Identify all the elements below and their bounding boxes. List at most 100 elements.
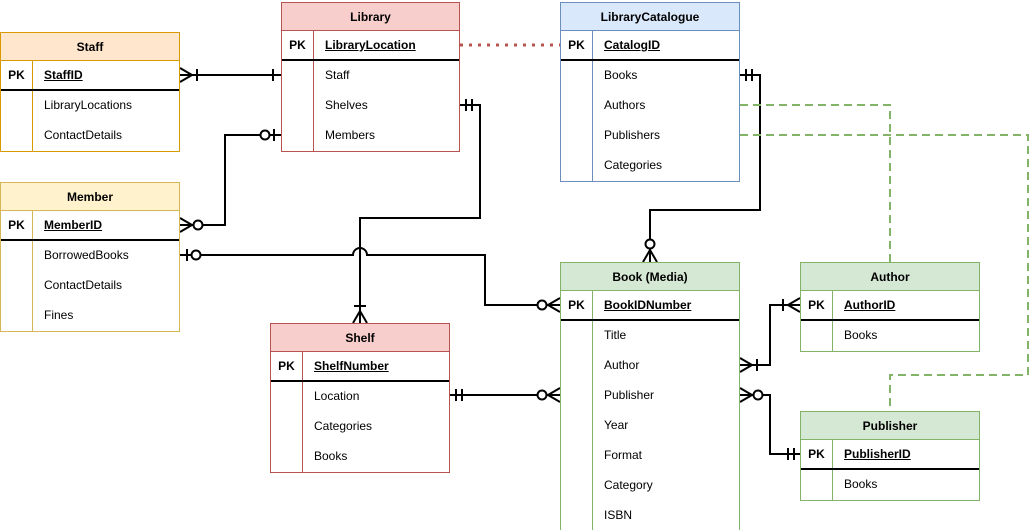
- pk-field: CatalogID: [604, 38, 661, 52]
- pk-field: StaffID: [44, 68, 83, 82]
- attribute-name: Books: [604, 68, 638, 82]
- entity-title: Shelf: [271, 324, 449, 352]
- pk-cell-empty: [1, 241, 33, 271]
- pk-cell-empty: [561, 321, 593, 351]
- attribute-row: Books: [801, 321, 979, 351]
- attribute-row: Year: [561, 411, 739, 441]
- connector-member-book[interactable]: [180, 247, 561, 313]
- attribute-row: Categories: [561, 151, 739, 181]
- connector-book-publisher[interactable]: [739, 387, 800, 460]
- attribute-name: Members: [325, 128, 376, 142]
- attribute-name: ContactDetails: [44, 128, 123, 142]
- attribute-name: Authors: [604, 98, 646, 112]
- connector-catalogue-author-link[interactable]: [740, 104, 891, 262]
- pk-cell-empty: [561, 61, 593, 91]
- attribute-row: Author: [561, 351, 739, 381]
- attribute-row: Title: [561, 321, 739, 351]
- connector-library-shelf[interactable]: [352, 99, 481, 324]
- pk-label: PK: [1, 211, 33, 239]
- pk-label: PK: [282, 31, 314, 59]
- attribute-name: Year: [604, 418, 629, 432]
- pk-row: PK BookIDNumber: [561, 291, 739, 321]
- entity-title: Book (Media): [561, 263, 739, 291]
- pk-cell-empty: [561, 381, 593, 411]
- pk-cell-empty: [271, 442, 303, 472]
- pk-label: PK: [1, 61, 33, 89]
- pk-cell-empty: [271, 382, 303, 412]
- attribute-row: ContactDetails: [1, 121, 179, 151]
- attribute-row: Authors: [561, 91, 739, 121]
- attribute-name: Categories: [314, 419, 373, 433]
- pk-cell-empty: [282, 61, 314, 91]
- attribute-row: Members: [282, 121, 459, 151]
- attribute-row: Location: [271, 382, 449, 412]
- attribute-name: LibraryLocations: [44, 98, 133, 112]
- pk-cell-empty: [561, 471, 593, 501]
- connector-member-library[interactable]: [179, 129, 281, 233]
- attribute-row: Staff: [282, 61, 459, 91]
- connector-shelf-book[interactable]: [450, 387, 561, 403]
- entity-title: Library: [282, 3, 459, 31]
- pk-row: PK MemberID: [1, 211, 179, 241]
- pk-label: PK: [271, 352, 303, 380]
- pk-cell-empty: [561, 151, 593, 181]
- connector-book-author[interactable]: [739, 297, 801, 373]
- attribute-row: Fines: [1, 301, 179, 331]
- pk-label: PK: [561, 291, 593, 319]
- pk-cell-empty: [561, 501, 593, 530]
- entity-title: Member: [1, 183, 179, 211]
- pk-field: BookIDNumber: [604, 298, 692, 312]
- attribute-row: Books: [561, 61, 739, 91]
- entity-title: Author: [801, 263, 979, 291]
- pk-cell-empty: [1, 271, 33, 301]
- connector-catalogue-publisher-link[interactable]: [740, 134, 1029, 411]
- pk-row: PK LibraryLocation: [282, 31, 459, 61]
- attribute-name: Shelves: [325, 98, 368, 112]
- pk-cell-empty: [561, 351, 593, 381]
- pk-cell-empty: [271, 412, 303, 442]
- pk-cell-empty: [561, 441, 593, 471]
- attribute-name: Books: [314, 449, 348, 463]
- attribute-name: Books: [844, 477, 878, 491]
- pk-row: PK CatalogID: [561, 31, 739, 61]
- connector-catalogue-book[interactable]: [642, 69, 761, 263]
- pk-field: MemberID: [44, 218, 103, 232]
- attribute-name: Location: [314, 389, 360, 403]
- attribute-name: Author: [604, 358, 640, 372]
- attribute-row: ContactDetails: [1, 271, 179, 301]
- attribute-row: Format: [561, 441, 739, 471]
- attribute-name: Publisher: [604, 388, 655, 402]
- pk-cell-empty: [282, 91, 314, 121]
- attribute-name: Staff: [325, 68, 350, 82]
- attribute-row: Publisher: [561, 381, 739, 411]
- pk-label: PK: [561, 31, 593, 59]
- entity-title: LibraryCatalogue: [561, 3, 739, 31]
- attribute-row: Books: [271, 442, 449, 472]
- pk-cell-empty: [561, 91, 593, 121]
- attribute-name: Publishers: [604, 128, 661, 142]
- connector-staff-library[interactable]: [179, 67, 281, 83]
- attribute-name: Categories: [604, 158, 663, 172]
- pk-label: PK: [801, 440, 833, 468]
- pk-cell-empty: [801, 321, 833, 351]
- attribute-row: LibraryLocations: [1, 91, 179, 121]
- attribute-name: BorrowedBooks: [44, 248, 129, 262]
- pk-cell-empty: [801, 470, 833, 500]
- attribute-name: Title: [604, 328, 627, 342]
- attribute-row: ISBN: [561, 501, 739, 530]
- pk-cell-empty: [1, 91, 33, 121]
- attribute-row: BorrowedBooks: [1, 241, 179, 271]
- pk-cell-empty: [561, 121, 593, 151]
- pk-field: LibraryLocation: [325, 38, 416, 52]
